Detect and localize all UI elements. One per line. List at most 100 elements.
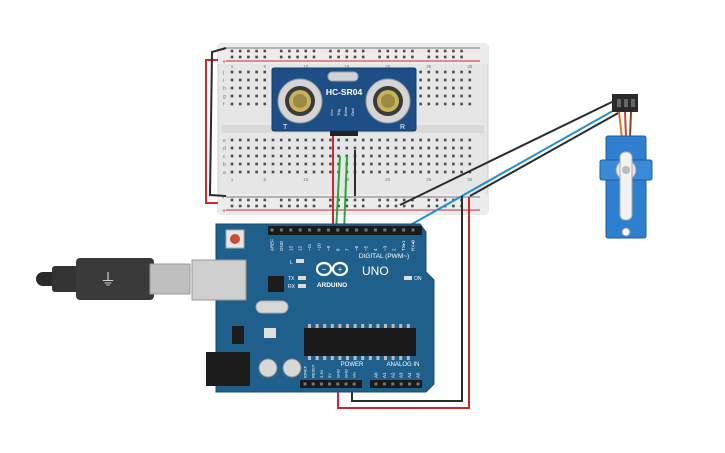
header-pin[interactable] bbox=[279, 228, 283, 232]
breadboard-hole bbox=[320, 146, 324, 150]
header-pin[interactable] bbox=[336, 382, 340, 386]
rail-hole bbox=[263, 49, 267, 53]
breadboard-hole bbox=[230, 170, 234, 174]
header-pin[interactable] bbox=[298, 228, 302, 232]
header-pin[interactable] bbox=[411, 228, 415, 232]
header-pin[interactable] bbox=[374, 382, 378, 386]
breadboard-hole bbox=[370, 146, 373, 150]
rail-hole bbox=[402, 204, 406, 208]
header-pin[interactable] bbox=[336, 228, 340, 232]
rail-hole bbox=[345, 55, 349, 59]
breadboard-hole bbox=[402, 162, 406, 166]
rail-hole bbox=[304, 198, 308, 202]
header-pin[interactable] bbox=[408, 382, 412, 386]
rail-hole bbox=[386, 204, 390, 208]
header-pin[interactable] bbox=[303, 382, 307, 386]
breadboard-hole bbox=[468, 162, 472, 166]
breadboard-hole bbox=[435, 138, 439, 142]
column-label: 1 bbox=[231, 177, 234, 182]
breadboard-hole bbox=[427, 102, 431, 106]
breadboard-hole bbox=[468, 154, 472, 158]
rail-hole bbox=[345, 204, 349, 208]
header-pin[interactable] bbox=[352, 382, 356, 386]
rail-hole bbox=[230, 55, 234, 59]
breadboard-hole bbox=[427, 170, 431, 174]
header-pin[interactable] bbox=[364, 228, 368, 232]
arduino-power-jack[interactable] bbox=[206, 352, 250, 386]
rail-hole bbox=[288, 204, 291, 208]
header-pin[interactable] bbox=[399, 382, 403, 386]
header-pin[interactable] bbox=[373, 228, 377, 232]
breadboard-hole bbox=[419, 170, 422, 174]
header-pin[interactable] bbox=[391, 382, 395, 386]
rail-hole bbox=[296, 55, 299, 59]
header-pin[interactable] bbox=[345, 228, 349, 232]
header-pin[interactable] bbox=[402, 228, 406, 232]
analog-pin-label: A1 bbox=[382, 372, 387, 378]
digital-pin-label: 13 bbox=[288, 245, 293, 251]
digital-pin-label: 7 bbox=[345, 248, 350, 251]
rail-hole bbox=[378, 204, 381, 208]
header-pin[interactable] bbox=[383, 228, 387, 232]
rail-hole bbox=[386, 49, 390, 53]
breadboard-hole bbox=[304, 170, 308, 174]
header-pin[interactable] bbox=[319, 382, 323, 386]
rail-hole bbox=[304, 55, 308, 59]
breadboard-hole bbox=[263, 162, 267, 166]
breadboard-hole bbox=[263, 154, 267, 158]
header-pin[interactable] bbox=[326, 228, 330, 232]
breadboard-hole bbox=[361, 138, 365, 142]
led-rx-label: RX bbox=[288, 284, 296, 290]
row-label: f bbox=[223, 102, 225, 108]
rail-hole bbox=[329, 49, 332, 53]
rail-plus-label-bottom: + bbox=[222, 208, 226, 215]
breadboard-hole bbox=[370, 138, 373, 142]
breadboard-hole bbox=[452, 102, 455, 106]
rail-hole bbox=[427, 49, 431, 53]
rail-hole bbox=[279, 198, 283, 202]
breadboard-hole bbox=[427, 78, 431, 82]
breadboard-hole bbox=[337, 154, 340, 158]
header-pin[interactable] bbox=[382, 382, 386, 386]
header-pin[interactable] bbox=[270, 228, 274, 232]
breadboard-hole bbox=[230, 94, 234, 98]
header-pin[interactable] bbox=[344, 382, 348, 386]
digital-pin-label: ~9 bbox=[326, 245, 331, 251]
chip-leg bbox=[346, 324, 349, 328]
chip-leg bbox=[384, 356, 387, 360]
digital-label: DIGITAL (PWM~) bbox=[359, 253, 409, 260]
row-label: a bbox=[223, 170, 226, 176]
sensor-pin-label: Trig bbox=[336, 109, 341, 116]
wire-black-left-rail bbox=[208, 47, 227, 197]
rail-hole bbox=[230, 49, 234, 53]
rail-plus-label: + bbox=[222, 59, 226, 66]
header-pin[interactable] bbox=[416, 382, 420, 386]
breadboard-hole bbox=[296, 162, 299, 166]
rail-hole bbox=[443, 49, 447, 53]
column-label: 5 bbox=[264, 64, 267, 69]
breadboard-hole bbox=[419, 102, 422, 106]
digital-pin-label: ~3 bbox=[382, 245, 387, 251]
header-pin[interactable] bbox=[308, 228, 312, 232]
header-pin[interactable] bbox=[328, 382, 332, 386]
header-pin[interactable] bbox=[355, 228, 359, 232]
breadboard-hole bbox=[435, 162, 439, 166]
header-pin[interactable] bbox=[311, 382, 315, 386]
breadboard-hole bbox=[378, 154, 381, 158]
arduino-usb-port[interactable] bbox=[191, 259, 247, 301]
breadboard-hole bbox=[394, 138, 398, 142]
svg-text:−: − bbox=[322, 265, 327, 274]
header-pin[interactable] bbox=[289, 228, 293, 232]
rail-hole bbox=[361, 198, 365, 202]
header-pin[interactable] bbox=[317, 228, 321, 232]
breadboard-hole bbox=[271, 146, 275, 150]
header-pin[interactable] bbox=[392, 228, 396, 232]
breadboard-hole bbox=[460, 154, 463, 158]
breadboard-hole bbox=[402, 138, 406, 142]
breadboard-hole bbox=[427, 94, 431, 98]
rail-hole bbox=[411, 49, 414, 53]
breadboard-hole bbox=[329, 170, 332, 174]
